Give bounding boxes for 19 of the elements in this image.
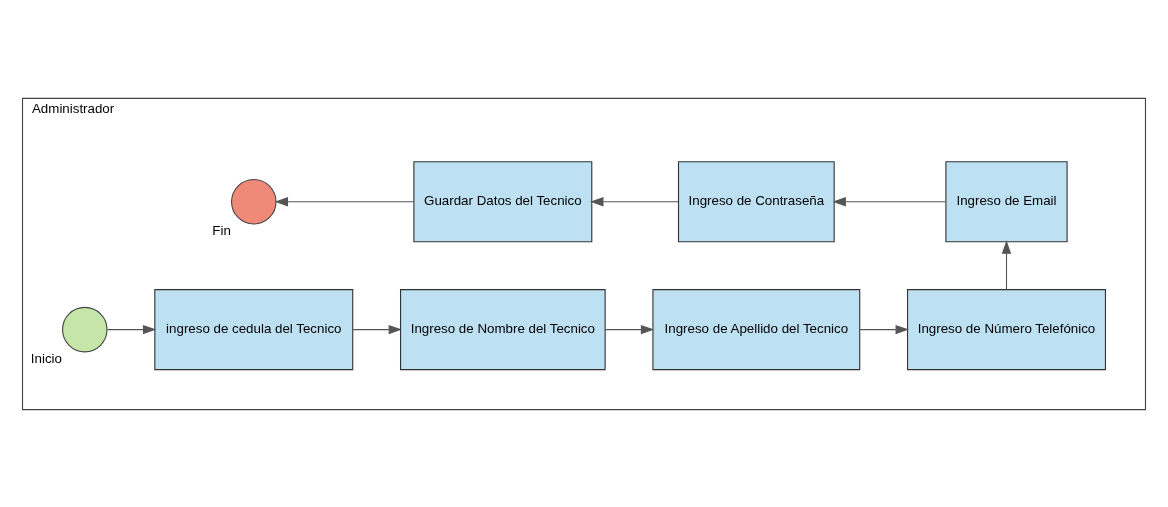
- node-box: ingreso de cedula del Tecnico: [154, 288, 354, 370]
- node-box: Ingreso de Nombre del Tecnico: [400, 288, 606, 370]
- node-box: Ingreso de Número Telefónico: [907, 288, 1106, 370]
- node-label: Inicio: [30, 350, 62, 366]
- arrow: [590, 196, 679, 206]
- arrow: [1001, 239, 1012, 290]
- arrow: [274, 196, 415, 206]
- arrow: [106, 324, 157, 334]
- node-box: Ingreso de Email: [945, 160, 1068, 242]
- arrow: [352, 324, 402, 334]
- arrow: [832, 196, 947, 206]
- node-box: Guardar Datos del Tecnico: [413, 160, 593, 242]
- node-box: Ingreso de Contraseña: [677, 160, 835, 242]
- arrow: [859, 324, 909, 334]
- node-circle: [62, 306, 108, 352]
- node-label: Fin: [212, 222, 231, 238]
- node-circle: [231, 178, 277, 225]
- arrow: [604, 324, 655, 334]
- node-box: Ingreso de Apellido del Tecnico: [652, 288, 861, 370]
